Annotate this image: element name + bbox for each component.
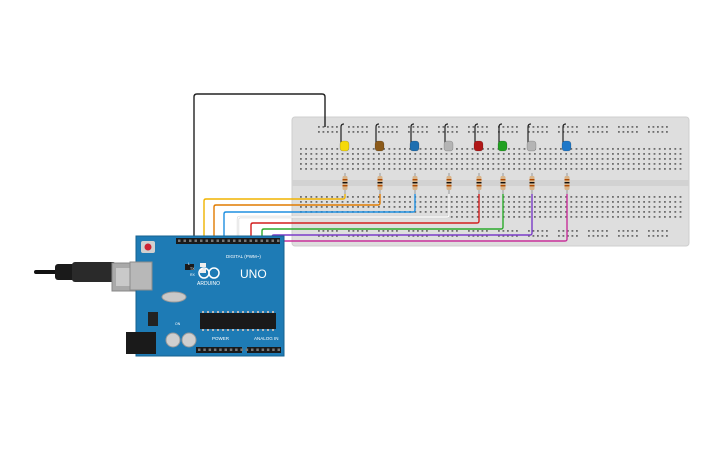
- capacitor: [165, 332, 181, 348]
- rx-label: RX: [190, 273, 196, 277]
- resistor[interactable]: [476, 173, 482, 194]
- wire-blue[interactable]: [223, 194, 416, 244]
- led[interactable]: [497, 123, 508, 152]
- arduino-uno-board[interactable]: UNO ARDUINO DIGITAL (PWM~) POWER ANALOG …: [126, 235, 285, 357]
- model-label: UNO: [240, 267, 267, 281]
- crystal-oscillator: [161, 291, 187, 303]
- breadboard[interactable]: [291, 116, 690, 247]
- led[interactable]: [409, 123, 420, 152]
- arduino-logo: [198, 267, 220, 279]
- led[interactable]: [339, 123, 350, 152]
- usb-cable[interactable]: [34, 262, 139, 292]
- wire-orange[interactable]: [213, 194, 381, 244]
- atmega-chip: [200, 313, 276, 329]
- resistor[interactable]: [529, 173, 535, 194]
- led[interactable]: [374, 123, 385, 152]
- led[interactable]: [443, 123, 454, 152]
- l-label: L: [188, 262, 190, 266]
- led[interactable]: [561, 123, 572, 152]
- digital-pins: [178, 239, 280, 242]
- led[interactable]: [526, 123, 537, 152]
- led[interactable]: [473, 123, 484, 152]
- usb-port[interactable]: [129, 261, 153, 291]
- resistor[interactable]: [564, 173, 570, 194]
- brand-label: ARDUINO: [197, 281, 220, 287]
- wire-yellow[interactable]: [203, 194, 346, 244]
- resistor[interactable]: [412, 173, 418, 194]
- power-jack[interactable]: [126, 332, 156, 354]
- power-label: POWER: [212, 336, 230, 341]
- capacitor: [181, 332, 197, 348]
- led-row: [339, 123, 572, 152]
- resistor[interactable]: [500, 173, 506, 194]
- power-header[interactable]: [196, 347, 242, 353]
- wire-red[interactable]: [250, 194, 480, 244]
- resistor[interactable]: [342, 173, 348, 194]
- resistor-row: [342, 173, 570, 194]
- resistor[interactable]: [446, 173, 452, 194]
- wire-white[interactable]: [237, 194, 450, 244]
- digital-header-label: DIGITAL (PWM~): [226, 254, 261, 259]
- analog-label: ANALOG IN: [254, 336, 279, 341]
- on-label: ON: [175, 322, 181, 326]
- ground-wire[interactable]: [193, 93, 326, 240]
- wire-green[interactable]: [261, 194, 504, 244]
- tx-label: TX: [190, 267, 195, 271]
- resistor[interactable]: [377, 173, 383, 194]
